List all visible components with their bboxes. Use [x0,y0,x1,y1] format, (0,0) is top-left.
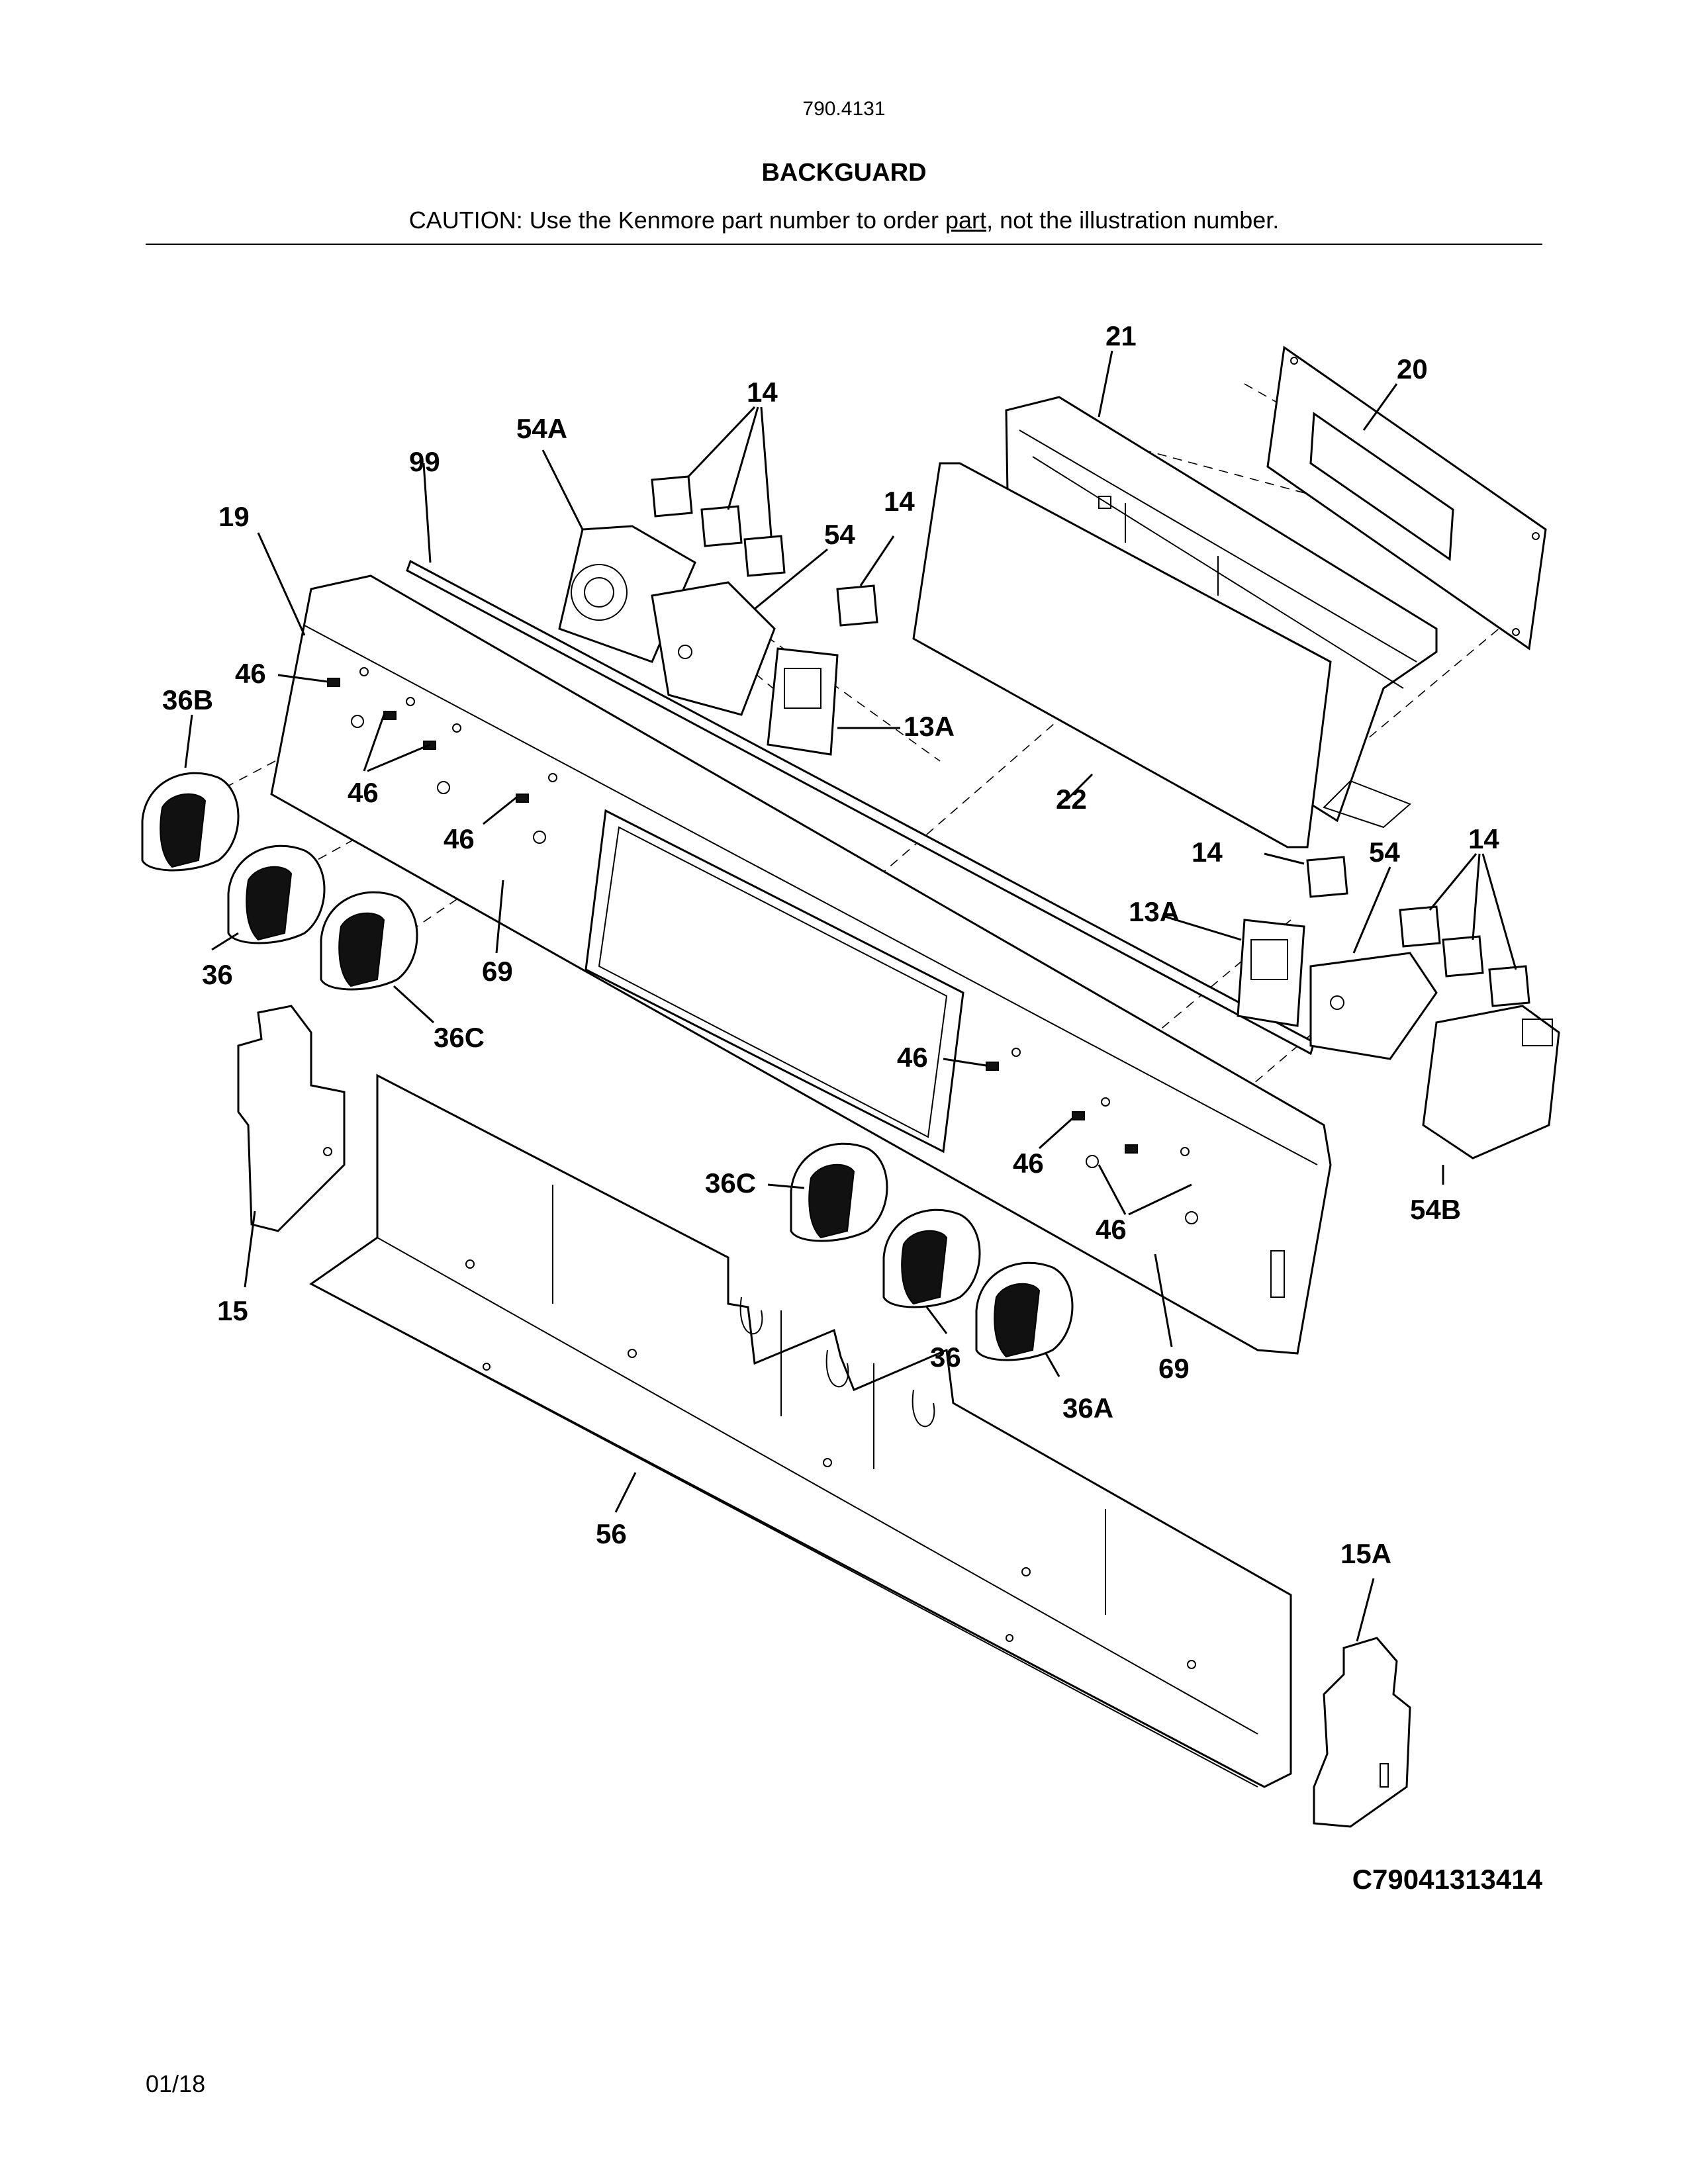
model-number: 790.4131 [802,98,886,120]
callout-54-right: 54 [1369,837,1400,868]
callout-13a-right: 13A [1129,896,1180,927]
callout-46-d: 46 [897,1042,928,1073]
callout-54b: 54B [1410,1194,1461,1225]
switch-part-13a-upper [767,647,839,756]
bracket-part-15a [1313,1637,1411,1828]
caution-note: CAUTION: Use the Kenmore part number to … [0,206,1688,234]
callout-69-left: 69 [482,956,513,987]
callout-56: 56 [596,1518,627,1549]
header-divider [146,244,1542,245]
caution-underlined-word: part [945,206,987,234]
callout-99: 99 [409,446,440,477]
cover-panel-part-22 [912,462,1332,848]
callout-36b: 36B [162,684,213,715]
illustration-code: C79041313414 [1352,1864,1542,1895]
bottom-panel-part-56 [309,1073,1292,1788]
control-board-part-20 [1266,345,1547,651]
callout-46-f: 46 [1096,1214,1127,1245]
callout-69-right: 69 [1158,1353,1190,1384]
callout-13a-top: 13A [904,711,955,742]
knob-36-right [882,1208,981,1308]
knob-36a [975,1261,1074,1361]
page-title: BACKGUARD [761,159,927,187]
callout-36-right: 36 [930,1342,961,1373]
panel-screw-holes [351,667,1198,1224]
callout-leader-lines [184,350,1517,1642]
callout-21: 21 [1105,320,1137,351]
knob-36b [141,772,240,872]
callout-46-b: 46 [348,777,379,808]
callout-36-left: 36 [202,959,233,990]
callout-46-e: 46 [1013,1148,1044,1179]
callout-46-c: 46 [444,823,475,854]
switches-part-14 [651,475,1530,1007]
callout-19: 19 [218,501,250,532]
infinite-switch-part-54-lower [1309,952,1438,1060]
backguard-panel-part-19 [270,574,1332,1355]
knob-36-left [227,844,326,944]
callout-14-mid: 14 [884,486,915,517]
callout-54-top: 54 [824,519,855,550]
control-knobs [141,772,1074,1361]
caution-prefix: CAUTION: Use the Kenmore part number to … [408,206,946,234]
callout-20: 20 [1397,353,1428,385]
callout-54a: 54A [516,413,567,444]
callout-36c-left: 36C [434,1022,485,1053]
callout-14-right-group: 14 [1468,823,1499,854]
switch-part-13a-lower [1237,919,1305,1027]
trim-strip-part-99 [406,559,1315,1056]
switch-part-54b [1422,1005,1560,1160]
panel-screws [327,678,1138,1154]
callout-15a: 15A [1340,1538,1391,1569]
bracket-part-15 [237,1005,346,1232]
revision-date: 01/18 [146,2070,206,2097]
infinite-switch-part-54-upper [651,581,776,716]
callout-46-a: 46 [235,658,266,689]
callout-14-top: 14 [747,377,778,408]
callout-36a: 36A [1062,1392,1113,1424]
callout-22: 22 [1056,784,1087,815]
callout-labels: 21 20 14 54A 99 14 54 19 46 36B 13A 46 4… [162,320,1499,1569]
knob-36c-left [320,891,418,991]
callout-15: 15 [217,1295,248,1326]
callout-14-right-single: 14 [1192,837,1223,868]
caution-suffix: , not the illustration number. [986,206,1280,234]
knob-36c-right [790,1142,888,1242]
callout-36c-mid: 36C [705,1167,756,1199]
